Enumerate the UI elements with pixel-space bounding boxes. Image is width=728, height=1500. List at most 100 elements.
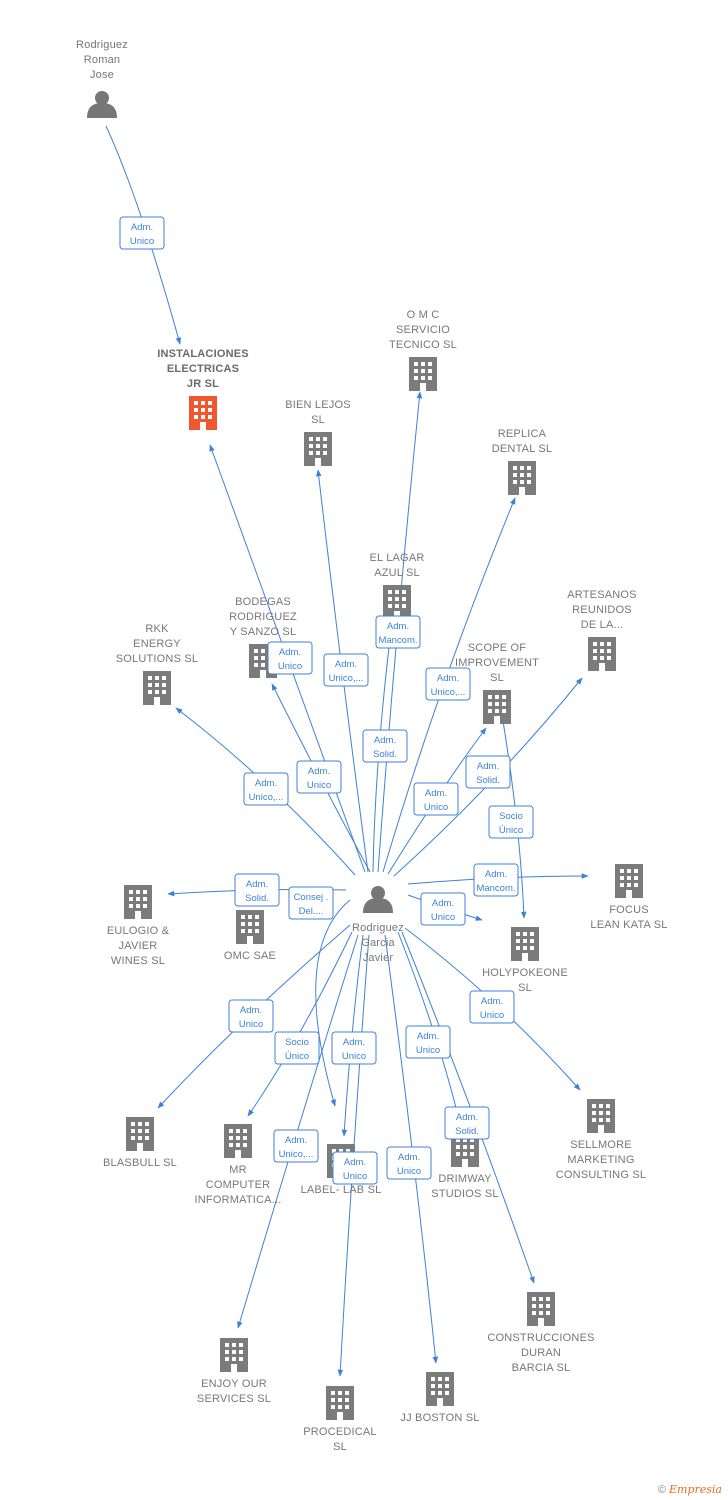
node-label[interactable]: SOLUTIONS SL bbox=[116, 653, 198, 665]
node-label[interactable]: SL bbox=[333, 1441, 347, 1453]
building-icon[interactable] bbox=[224, 1124, 252, 1158]
node-label[interactable]: JR SL bbox=[187, 378, 219, 390]
node-label[interactable]: SL bbox=[490, 672, 504, 684]
building-icon[interactable] bbox=[126, 1117, 154, 1151]
node-label[interactable]: LABEL- LAB SL bbox=[301, 1184, 382, 1196]
node-label[interactable]: Garcia bbox=[361, 937, 395, 949]
node-label[interactable]: RODRIGUEZ bbox=[229, 611, 297, 623]
relation-label-box[interactable] bbox=[425, 667, 471, 701]
node-label[interactable]: MR bbox=[229, 1164, 247, 1176]
relation-label-box[interactable] bbox=[444, 1106, 490, 1140]
node-label[interactable]: MARKETING bbox=[567, 1154, 634, 1166]
relation-label[interactable]: Adm.Unico bbox=[332, 1151, 378, 1185]
node-label[interactable]: COMPUTER bbox=[206, 1179, 271, 1191]
relation-label-box[interactable] bbox=[420, 892, 466, 926]
node-label[interactable]: CONSULTING SL bbox=[556, 1169, 646, 1181]
relation-label[interactable]: Adm.Solid. bbox=[234, 873, 280, 907]
node-labellab[interactable]: LABEL- LAB SL bbox=[301, 1144, 382, 1196]
relation-label[interactable]: Adm.Unico,... bbox=[323, 653, 369, 687]
node-omc_sae[interactable]: OMC SAE bbox=[224, 910, 276, 962]
node-label[interactable]: DRIMWAY bbox=[438, 1173, 492, 1185]
building-icon[interactable] bbox=[143, 671, 171, 705]
relation-label[interactable]: Adm.Solid. bbox=[465, 755, 511, 789]
relation-label-box[interactable] bbox=[488, 805, 534, 839]
building-icon[interactable] bbox=[426, 1372, 454, 1406]
relation-label[interactable]: Adm.Solid. bbox=[362, 729, 408, 763]
node-label[interactable]: INSTALACIONES bbox=[157, 348, 249, 360]
building-icon[interactable] bbox=[304, 432, 332, 466]
node-label[interactable]: ENERGY bbox=[133, 638, 181, 650]
relation-label[interactable]: Adm.Unico,... bbox=[425, 667, 471, 701]
node-label[interactable]: SELLMORE bbox=[570, 1139, 632, 1151]
node-label[interactable]: SL bbox=[518, 982, 532, 994]
node-label[interactable]: AZUL SL bbox=[374, 567, 420, 579]
empresia-logo[interactable]: Empresia bbox=[669, 1483, 722, 1496]
relation-label-box[interactable] bbox=[332, 1151, 378, 1185]
node-label[interactable]: DE LA... bbox=[581, 619, 624, 631]
relation-label[interactable]: Consej .Del.... bbox=[288, 886, 334, 920]
node-label[interactable]: SERVICES SL bbox=[197, 1393, 271, 1405]
building-icon[interactable] bbox=[326, 1386, 354, 1420]
node-enjoy[interactable]: ENJOY OUR SERVICES SL bbox=[197, 1338, 271, 1405]
relation-label-box[interactable] bbox=[375, 615, 421, 649]
relation-label-box[interactable] bbox=[362, 729, 408, 763]
node-label[interactable]: ENJOY OUR bbox=[201, 1378, 267, 1390]
relation-label[interactable]: Adm.Unico bbox=[267, 641, 313, 675]
node-label[interactable]: JAVIER bbox=[119, 940, 158, 952]
relation-label[interactable]: Adm.Unico bbox=[119, 216, 165, 250]
node-label[interactable]: O M C bbox=[407, 309, 440, 321]
node-label[interactable]: INFORMATICA... bbox=[195, 1194, 282, 1206]
relation-label-box[interactable] bbox=[469, 990, 515, 1024]
node-label[interactable]: WINES SL bbox=[111, 955, 165, 967]
node-label[interactable]: EULOGIO & bbox=[107, 925, 170, 937]
node-label[interactable]: BLASBULL SL bbox=[103, 1157, 177, 1169]
building-icon[interactable] bbox=[220, 1338, 248, 1372]
relation-label[interactable]: Adm.Unico bbox=[386, 1146, 432, 1180]
building-icon[interactable] bbox=[236, 910, 264, 944]
relation-label-box[interactable] bbox=[273, 1129, 319, 1163]
node-label[interactable]: DENTAL SL bbox=[492, 443, 553, 455]
person-icon[interactable] bbox=[87, 91, 117, 118]
node-label[interactable]: FOCUS bbox=[609, 904, 649, 916]
relation-label-box[interactable] bbox=[386, 1146, 432, 1180]
relation-label[interactable]: Adm.Unico,... bbox=[243, 772, 289, 806]
node-label[interactable]: Jose bbox=[90, 69, 114, 81]
relation-label[interactable]: Adm.Unico bbox=[469, 990, 515, 1024]
building-icon[interactable] bbox=[588, 637, 616, 671]
node-sellmore[interactable]: SELLMORE MARKETING CONSULTING SL bbox=[556, 1099, 646, 1181]
node-label[interactable]: STUDIOS SL bbox=[431, 1188, 498, 1200]
node-label[interactable]: Rodriguez bbox=[352, 922, 404, 934]
node-label[interactable]: HOLYPOKEONE bbox=[482, 967, 568, 979]
node-label[interactable]: REPLICA bbox=[498, 428, 547, 440]
node-label[interactable]: CONSTRUCCIONES bbox=[487, 1332, 594, 1344]
node-blasbull[interactable]: BLASBULL SL bbox=[103, 1117, 177, 1169]
node-drimway[interactable]: DRIMWAY STUDIOS SL bbox=[431, 1133, 499, 1200]
building-icon[interactable] bbox=[508, 461, 536, 495]
relation-label-box[interactable] bbox=[296, 760, 342, 794]
node-holy[interactable]: HOLYPOKEONE SL bbox=[482, 927, 568, 994]
relation-label-box[interactable] bbox=[323, 653, 369, 687]
relation-label-box[interactable] bbox=[234, 873, 280, 907]
node-label[interactable]: JJ BOSTON SL bbox=[400, 1412, 479, 1424]
relation-label[interactable]: Adm.Mancom. bbox=[375, 615, 421, 649]
node-label[interactable]: TECNICO SL bbox=[389, 339, 457, 351]
relation-label-box[interactable] bbox=[267, 641, 313, 675]
node-label[interactable]: ARTESANOS bbox=[567, 589, 636, 601]
building-icon[interactable] bbox=[383, 585, 411, 619]
relation-label[interactable]: Adm.Unico bbox=[228, 999, 274, 1033]
person-icon[interactable] bbox=[363, 886, 393, 913]
node-label[interactable]: IMPROVEMENT bbox=[455, 657, 539, 669]
node-label[interactable]: SCOPE OF bbox=[468, 642, 527, 654]
node-label[interactable]: BARCIA SL bbox=[512, 1362, 571, 1374]
building-icon[interactable] bbox=[189, 396, 217, 430]
relation-label-box[interactable] bbox=[119, 216, 165, 250]
